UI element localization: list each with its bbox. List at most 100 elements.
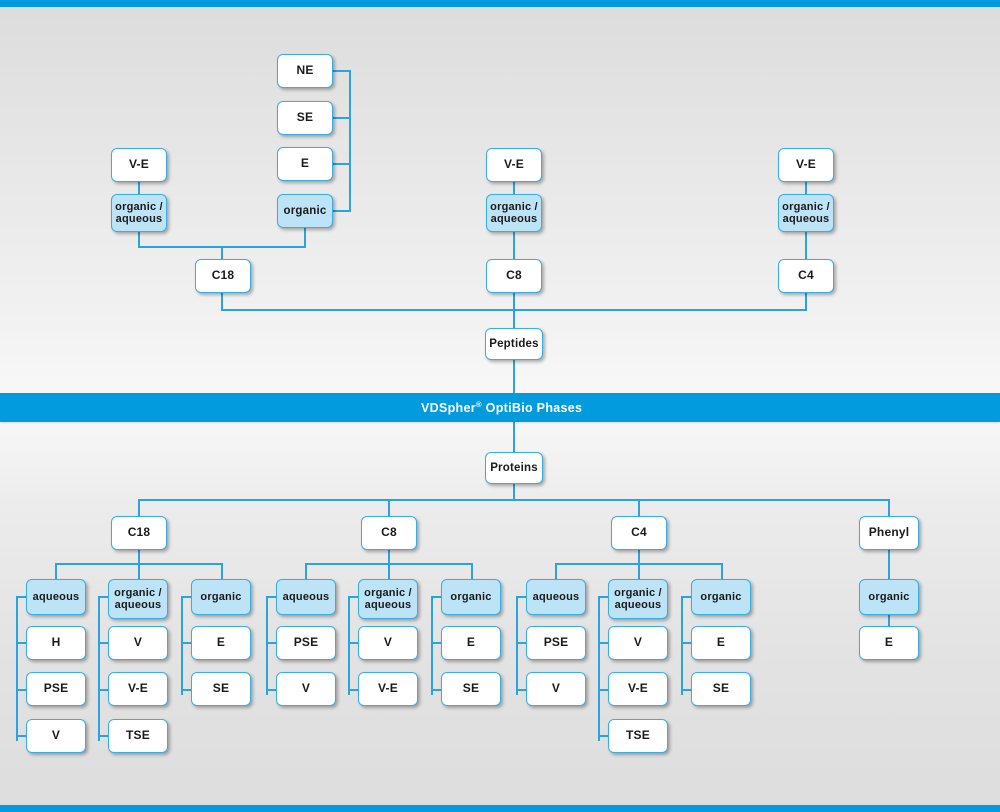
node-label: V-E [128,681,148,696]
node-peptides-column-c18[interactable]: C18 [195,259,251,293]
connector-vertical [221,563,223,580]
connector-horizontal [181,642,193,644]
node-proteins-column-phenyl[interactable]: Phenyl [859,516,919,550]
node-proteins-c4-organic-aqueous-item[interactable]: V [608,626,668,660]
node-proteins-c18-mode-organic[interactable]: organic [191,579,251,615]
node-proteins-column-c4[interactable]: C4 [611,516,667,550]
node-proteins-c8-mode-organic-aqueous[interactable]: organic / aqueous [358,579,418,619]
node-proteins-c8-organic-item[interactable]: E [441,626,501,660]
node-proteins-c18-organic-item[interactable]: E [191,626,251,660]
registered-trademark-icon: ® [475,399,482,409]
connector-horizontal [16,596,28,598]
connector-vertical [348,596,350,695]
node-proteins-c18-aqueous-item[interactable]: H [26,626,86,660]
node-peptides-c18-organic-parent-se[interactable]: SE [277,101,333,135]
node-proteins-c4-mode-aqueous[interactable]: aqueous [526,579,586,615]
node-proteins-c4-mode-organic[interactable]: organic [691,579,751,615]
node-proteins-c8-organic-aqueous-item[interactable]: V-E [358,672,418,706]
node-peptides-c18-organic-parent-ne[interactable]: NE [277,54,333,88]
node-proteins-c4-organic-item[interactable]: SE [691,672,751,706]
connector-horizontal [138,499,889,501]
node-proteins-c8-mode-organic[interactable]: organic [441,579,501,615]
node-peptides-c18-ve[interactable]: V-E [111,148,167,182]
connector-horizontal [348,689,360,691]
node-label: organic [283,204,327,217]
node-proteins-c8-aqueous-item[interactable]: PSE [276,626,336,660]
node-peptides-column-c8[interactable]: C8 [486,259,542,293]
node-peptides-c18-mode-organic-aqueous[interactable]: organic / aqueous [111,194,167,232]
node-proteins-c8-organic-item[interactable]: SE [441,672,501,706]
connector-horizontal [516,596,528,598]
node-label: V-E [796,157,816,172]
node-proteins-c18-organic-aqueous-item[interactable]: TSE [108,719,168,753]
node-label: SE [296,110,314,125]
connector-vertical [721,563,723,580]
node-proteins-c18-aqueous-item[interactable]: V [26,719,86,753]
node-label: PSE [43,681,69,696]
connector-horizontal [516,689,528,691]
node-proteins-c4-aqueous-item[interactable]: PSE [526,626,586,660]
node-proteins-c18-organic-item[interactable]: SE [191,672,251,706]
node-peptides-column-c4[interactable]: C4 [778,259,834,293]
node-proteins-phenyl-organic-item[interactable]: E [859,626,919,660]
node-proteins-c8-aqueous-item[interactable]: V [276,672,336,706]
node-label: E [216,635,226,650]
connector-vertical [513,309,515,329]
connector-vertical [513,293,515,310]
connector-vertical [55,563,57,580]
connector-vertical [555,563,557,580]
connector-vertical [888,550,890,579]
connector-vertical [888,615,890,626]
node-label: V [133,635,143,650]
node-proteins-c4-aqueous-item[interactable]: V [526,672,586,706]
node-proteins-column-c8[interactable]: C8 [361,516,417,550]
node-label: E [716,635,726,650]
connector-vertical [304,228,306,247]
connector-horizontal [181,689,193,691]
node-peptides-c18-mode-organic[interactable]: organic [277,194,333,228]
connector-vertical [431,596,433,695]
node-proteins-column-c18[interactable]: C18 [111,516,167,550]
node-label: Phenyl [868,525,910,540]
connector-horizontal [266,642,278,644]
connector-horizontal [431,689,443,691]
node-proteins-c4-mode-organic-aqueous[interactable]: organic / aqueous [608,579,668,619]
node-proteins-c8-mode-aqueous[interactable]: aqueous [276,579,336,615]
node-label: V-E [378,681,398,696]
node-label: C4 [798,268,814,283]
node-peptides-c18-organic-parent-e[interactable]: E [277,147,333,181]
connector-horizontal [681,596,693,598]
node-label: organic [868,590,910,603]
node-label: aqueous [32,590,80,603]
node-proteins-c18-mode-organic-aqueous[interactable]: organic / aqueous [108,579,168,619]
connector-horizontal [348,596,360,598]
node-proteins-root[interactable]: Proteins [485,452,543,484]
node-peptides-c8-ve[interactable]: V-E [486,148,542,182]
connector-horizontal [181,596,193,598]
node-peptides-c8-mode-organic-aqueous[interactable]: organic / aqueous [486,194,542,232]
connector-vertical [305,563,307,580]
node-proteins-c4-organic-aqueous-item[interactable]: TSE [608,719,668,753]
node-proteins-c18-mode-aqueous[interactable]: aqueous [26,579,86,615]
node-peptides-c4-ve[interactable]: V-E [778,148,834,182]
connector-vertical [16,596,18,741]
node-label: V-E [628,681,648,696]
connector-vertical [805,293,807,310]
node-proteins-phenyl-mode-organic[interactable]: organic [859,579,919,615]
node-label: organic [200,590,242,603]
connector-horizontal [98,642,110,644]
connector-vertical [638,499,640,517]
node-proteins-c18-aqueous-item[interactable]: PSE [26,672,86,706]
node-proteins-c8-organic-aqueous-item[interactable]: V [358,626,418,660]
connector-horizontal [598,689,610,691]
node-proteins-c18-organic-aqueous-item[interactable]: V [108,626,168,660]
node-proteins-c4-organic-item[interactable]: E [691,626,751,660]
connector-vertical [638,563,640,580]
node-label: TSE [626,728,650,743]
node-proteins-c4-organic-aqueous-item[interactable]: V-E [608,672,668,706]
node-proteins-c18-organic-aqueous-item[interactable]: V-E [108,672,168,706]
node-peptides-root[interactable]: Peptides [485,328,543,360]
connector-horizontal [98,735,110,737]
connector-vertical [513,484,515,500]
node-peptides-c4-mode-organic-aqueous[interactable]: organic / aqueous [778,194,834,232]
